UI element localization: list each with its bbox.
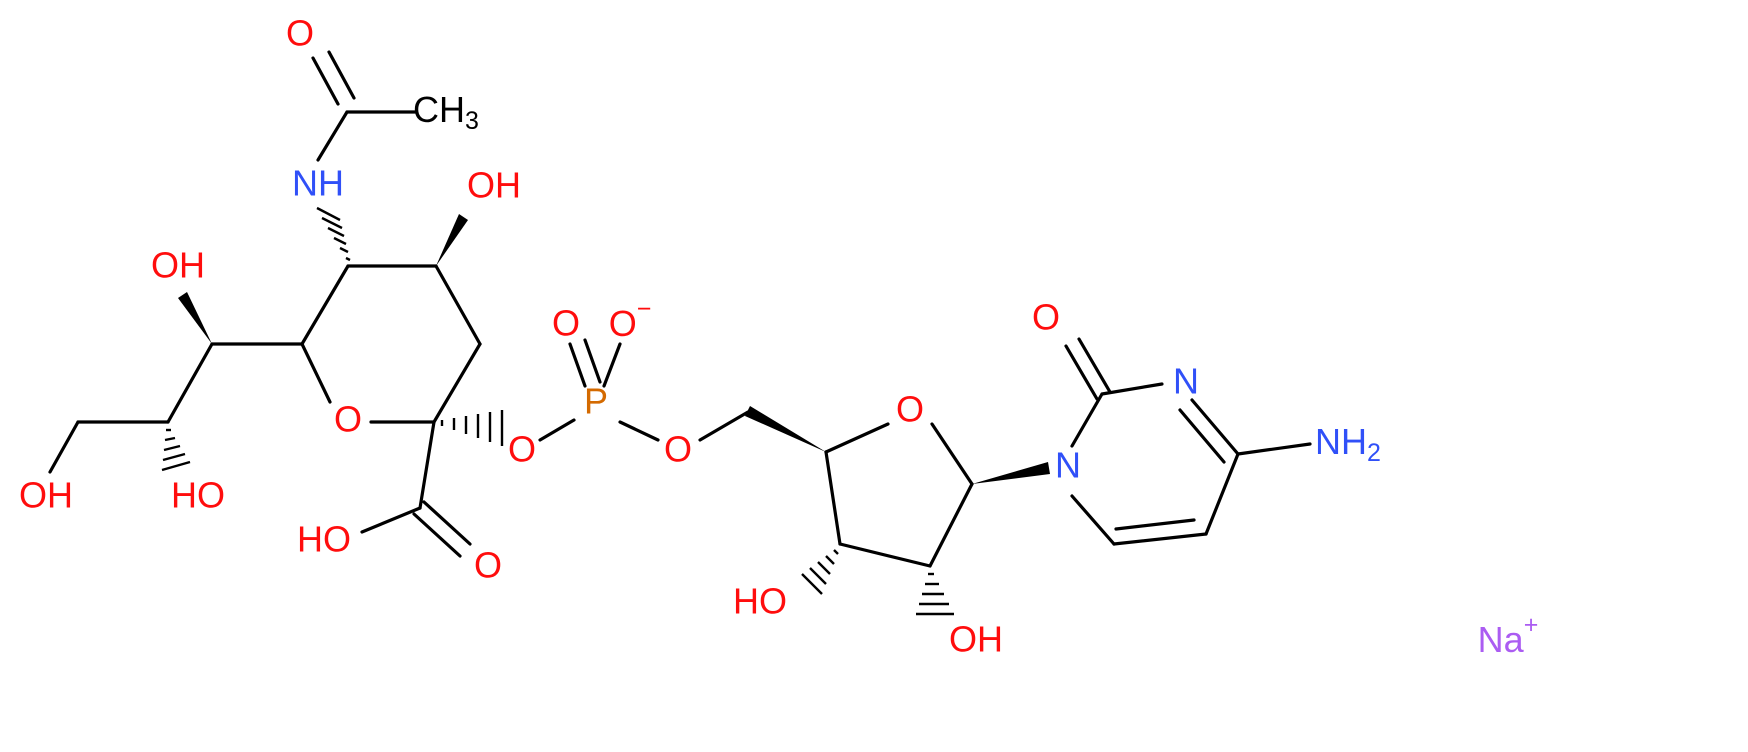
bond-oring-c1p	[930, 422, 974, 486]
atom-ho-glycerol-2: HO	[171, 475, 225, 516]
atom-n3-pyrimidine: N	[1173, 361, 1199, 402]
bond-c7-c8	[166, 342, 214, 424]
wedge-c1p-n1	[972, 462, 1050, 484]
atom-oh-ribose-2: OH	[949, 619, 1003, 660]
hash-c2p-oh	[916, 572, 954, 616]
bond-c5-c6-b	[1114, 518, 1196, 531]
wedge-c4-oh	[436, 214, 468, 266]
bond-c2-n3	[1100, 382, 1164, 396]
bond-c4-nh2	[1236, 442, 1312, 456]
atom-ch3: CH3	[413, 89, 479, 135]
bond-oglyc-p	[538, 418, 576, 442]
bond-co-double-b	[327, 50, 356, 100]
bond-c1p-c2p	[928, 482, 974, 568]
bond-n1-c2	[1070, 392, 1104, 448]
hash-c2-oglyc	[440, 410, 504, 446]
bond-c4-c3	[434, 264, 482, 346]
atom-ho-carboxyl: HO	[297, 519, 351, 560]
bond-c2-o-double-b	[1077, 337, 1112, 394]
bond-c1-o-double-a	[422, 500, 472, 546]
bond-p-o-double-a	[568, 342, 587, 388]
atom-o-ester-5: O	[664, 429, 692, 470]
bond-oring-c6	[300, 342, 332, 404]
wedge-c4p-c5p	[745, 406, 826, 452]
atom-o-carbonyl-top: O	[286, 13, 314, 54]
bond-oester-c5p	[698, 410, 750, 442]
bond-c6-n1	[1070, 494, 1116, 546]
bond-c3-c2	[432, 342, 482, 424]
bond-c1-oh	[360, 506, 422, 534]
atom-labels: O CH3 NH OH OH O OH HO HO O O P O O− O O…	[19, 13, 1538, 660]
bond-c2-c1	[418, 420, 436, 510]
atom-o-phosphoryl: O	[552, 303, 580, 344]
bond-c6-c5	[300, 264, 350, 346]
bond-layer	[48, 50, 1312, 568]
atom-nh2-amino: NH2	[1315, 421, 1381, 467]
atom-o-anion: O−	[609, 295, 652, 344]
bond-p-o-double-b	[583, 338, 602, 384]
atom-oh-c4: OH	[467, 165, 521, 206]
hash-c8-oh	[161, 428, 191, 472]
bond-c1-o-double-b	[412, 512, 462, 558]
bond-n3-c4-a	[1190, 398, 1240, 456]
hash-c5-nh	[316, 206, 351, 262]
bond-c2-o-double-a	[1064, 344, 1099, 401]
bond-c2p-c3p	[838, 542, 932, 568]
atom-o-ring-ribose: O	[896, 389, 924, 430]
bond-co-double-a	[311, 56, 340, 106]
atom-o-ring-sialic: O	[334, 399, 362, 440]
atom-nh-amide: NH	[292, 163, 344, 204]
bond-c4-c5	[1204, 452, 1240, 536]
bond-p-ominus	[602, 342, 622, 388]
bond-p-oester	[618, 420, 660, 442]
bond-c-n	[316, 110, 349, 162]
bond-c5-c6-a	[1112, 532, 1208, 546]
bond-c9-oh	[48, 420, 80, 474]
atom-oh-terminal: OH	[19, 475, 73, 516]
stereo-layer	[161, 206, 1050, 616]
atom-n1-pyrimidine: N	[1055, 445, 1081, 486]
atom-o-carboxyl: O	[474, 545, 502, 586]
bond-n3-c4-b	[1178, 408, 1226, 464]
atom-ho-ribose-3: HO	[733, 581, 787, 622]
bond-c4p-oring	[824, 422, 890, 454]
bond-c3p-c4p	[824, 450, 842, 546]
hash-c3p-oh	[801, 549, 839, 595]
atom-oh-glycerol-1: OH	[151, 245, 205, 286]
atom-o-c2-pyrimidine: O	[1032, 297, 1060, 338]
atom-o-glycosidic: O	[508, 429, 536, 470]
atom-p-phosphate: P	[584, 381, 608, 422]
wedge-c7-oh	[178, 292, 212, 344]
atom-na-counterion: Na+	[1478, 611, 1539, 660]
